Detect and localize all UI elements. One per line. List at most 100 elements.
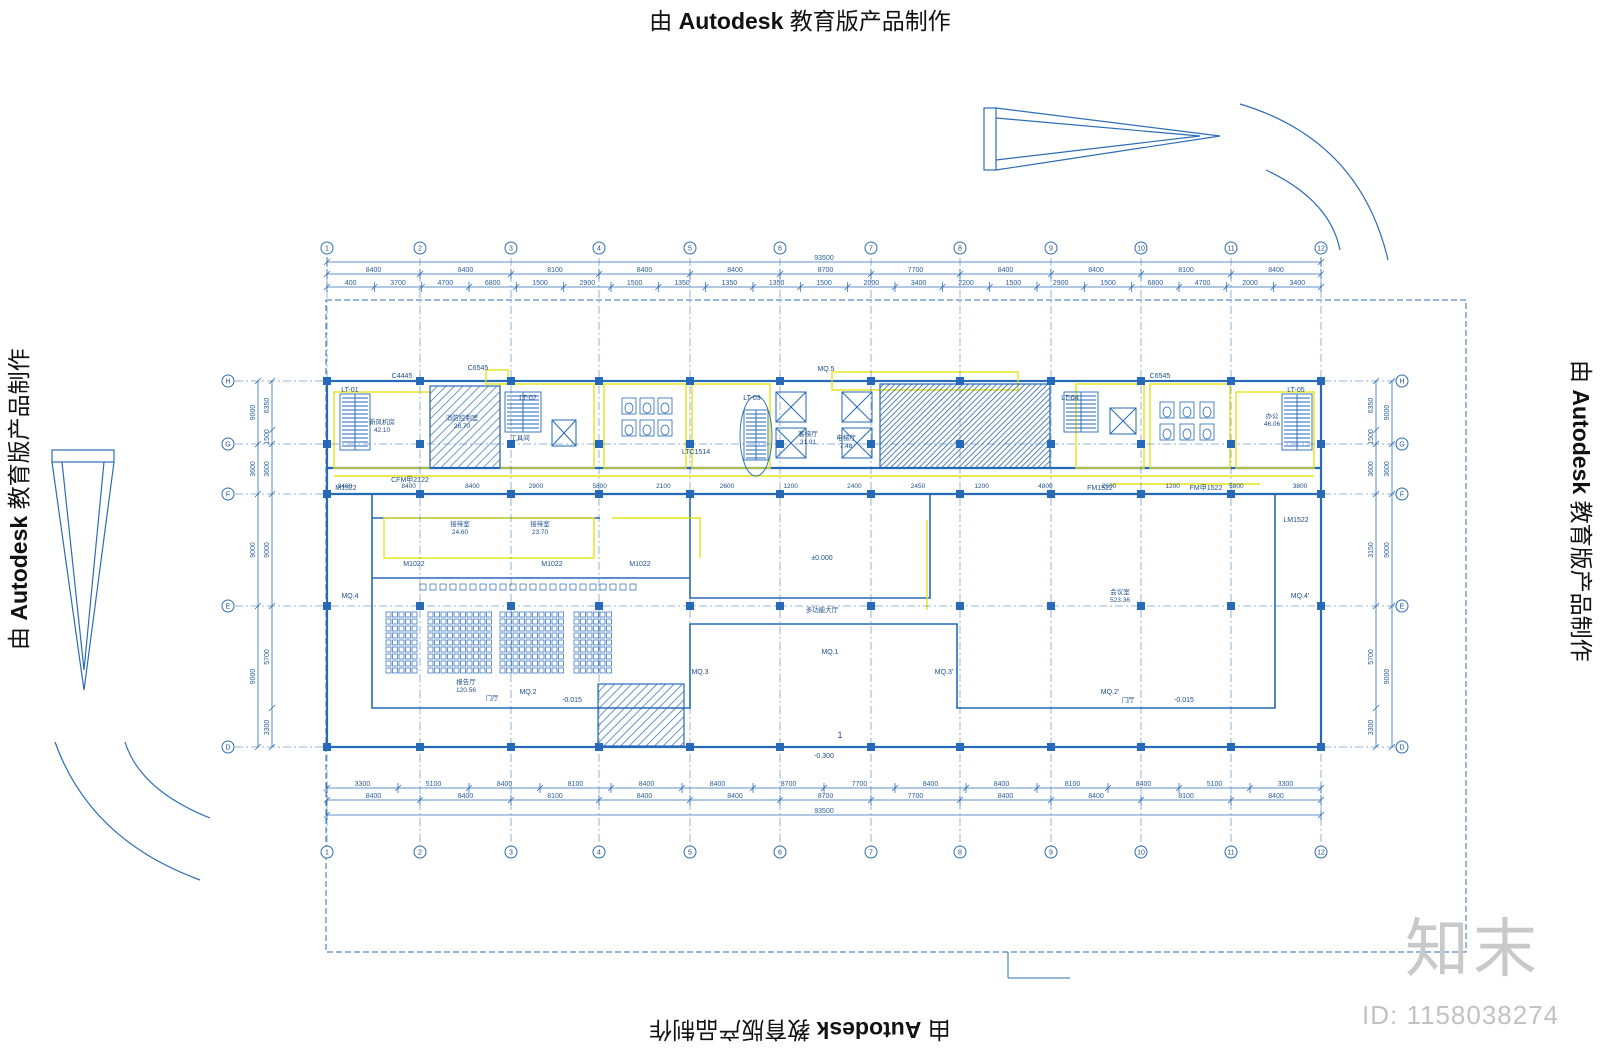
auditorium-seat <box>525 632 532 639</box>
room-area-7: 24.60 <box>452 529 469 536</box>
auditorium-seat <box>606 618 612 625</box>
dim-sub-bottom-10: 8100 <box>1065 781 1081 788</box>
auditorium-seat <box>440 618 447 625</box>
auditorium-seat <box>385 625 392 632</box>
elevation-015-left: -0.015 <box>562 697 582 704</box>
structural-column <box>1137 440 1145 448</box>
auditorium-seat <box>586 653 593 660</box>
svg-text:4: 4 <box>597 246 601 253</box>
stair-lt-05: LT-05 <box>1287 387 1304 394</box>
auditorium-seat <box>599 646 606 653</box>
axis-bubble-12: 12 <box>1314 241 1328 255</box>
auditorium-seat <box>586 646 593 653</box>
door-m1522-a: M1522 <box>335 485 357 492</box>
inner-dim-5: 2100 <box>656 483 671 490</box>
auditorium-seat <box>440 625 447 632</box>
door-fm1522: FM1522 <box>1087 485 1113 492</box>
dim-rows-left-4: 5700 <box>264 649 271 665</box>
auditorium-seat <box>427 639 434 646</box>
dim-rows-right-total-2: 9000 <box>1384 542 1391 558</box>
room-name-12: 门厅 <box>1122 695 1136 704</box>
room-name-11: 门厅 <box>486 693 500 702</box>
auditorium-seat <box>599 667 606 674</box>
auditorium-seat <box>606 660 612 667</box>
svg-text:1: 1 <box>325 246 329 253</box>
svg-text:6: 6 <box>778 850 782 857</box>
auditorium-seat <box>479 646 486 653</box>
auditorium-seat <box>538 618 545 625</box>
svg-text:7: 7 <box>869 246 873 253</box>
auditorium-seat <box>479 653 486 660</box>
structural-column <box>416 743 424 751</box>
dim-sub-bottom-7: 7700 <box>852 781 868 788</box>
axis-bubble-7: 7 <box>864 241 878 255</box>
axis-bubble-7: 7 <box>864 845 878 859</box>
auditorium-seat <box>440 611 447 618</box>
axis-bubble-11: 11 <box>1224 845 1238 859</box>
auditorium-seat <box>473 660 479 667</box>
dim-sub-bottom-2: 8400 <box>497 781 513 788</box>
dim-sub-top-9: 1350 <box>769 280 785 287</box>
auditorium-seat <box>434 611 440 618</box>
svg-text:D: D <box>225 745 230 752</box>
dim-bays-bottom-2: 8100 <box>547 793 563 800</box>
chair <box>509 583 517 591</box>
auditorium-seat <box>398 653 405 660</box>
auditorium-seat <box>519 632 525 639</box>
dim-rows-left-3: 9000 <box>264 542 271 558</box>
dim-sub-top-6: 1500 <box>627 280 643 287</box>
chair <box>629 583 637 591</box>
axis-bubble-G: G <box>1395 437 1409 451</box>
chair <box>499 583 507 591</box>
auditorium-seat <box>460 660 466 667</box>
svg-text:9: 9 <box>1049 850 1053 857</box>
auditorium-seat <box>551 660 558 667</box>
auditorium-seat <box>427 618 434 625</box>
dim-sub-top-8: 1350 <box>722 280 738 287</box>
auditorium-seat <box>466 618 473 625</box>
dim-bays-bottom-4: 8400 <box>727 793 743 800</box>
room-name-5: 办公 <box>1266 411 1280 420</box>
auditorium-seat <box>460 653 466 660</box>
auditorium-seat <box>453 646 460 653</box>
mq-2-prime: MQ.2' <box>1101 689 1119 696</box>
hatched-room-core <box>879 383 1051 469</box>
inner-dim-12: 2600 <box>1102 483 1117 490</box>
auditorium-seat <box>440 646 447 653</box>
mq-5: MQ.5 <box>817 366 834 373</box>
auditorium-seat <box>599 611 606 618</box>
chair <box>559 583 567 591</box>
auditorium-seat <box>538 639 545 646</box>
auditorium-seat <box>486 611 492 618</box>
auditorium-seat <box>580 667 586 674</box>
toilet-fixture <box>1199 401 1215 419</box>
auditorium-seat <box>385 667 392 674</box>
auditorium-seat <box>466 667 473 674</box>
dim-bays-bottom-5: 8700 <box>818 793 834 800</box>
chair <box>529 583 537 591</box>
svg-text:H: H <box>1399 379 1404 386</box>
auditorium-seat <box>593 639 599 646</box>
auditorium-seat <box>538 625 545 632</box>
auditorium-seat <box>440 667 447 674</box>
stair-lt-04: LT-04 <box>1061 395 1078 402</box>
auditorium-seat <box>479 660 486 667</box>
auditorium-seat <box>392 646 398 653</box>
chair <box>579 583 587 591</box>
axis-bubble-11: 11 <box>1224 241 1238 255</box>
auditorium-seat <box>427 660 434 667</box>
auditorium-seat <box>545 667 551 674</box>
auditorium-seat <box>519 653 525 660</box>
svg-text:5: 5 <box>688 246 692 253</box>
hatched-room-firecontrol <box>429 385 501 469</box>
auditorium-seat <box>460 632 466 639</box>
auditorium-seat <box>460 646 466 653</box>
room-name-8: 接待室 <box>530 519 550 528</box>
auditorium-seat <box>573 660 580 667</box>
stair-lt-03 <box>743 409 769 461</box>
structural-column <box>1317 440 1325 448</box>
stair-lt-01: LT-01 <box>341 387 358 394</box>
svg-text:5: 5 <box>688 850 692 857</box>
elevation-300: -0.300 <box>814 753 834 760</box>
svg-text:H: H <box>225 379 230 386</box>
